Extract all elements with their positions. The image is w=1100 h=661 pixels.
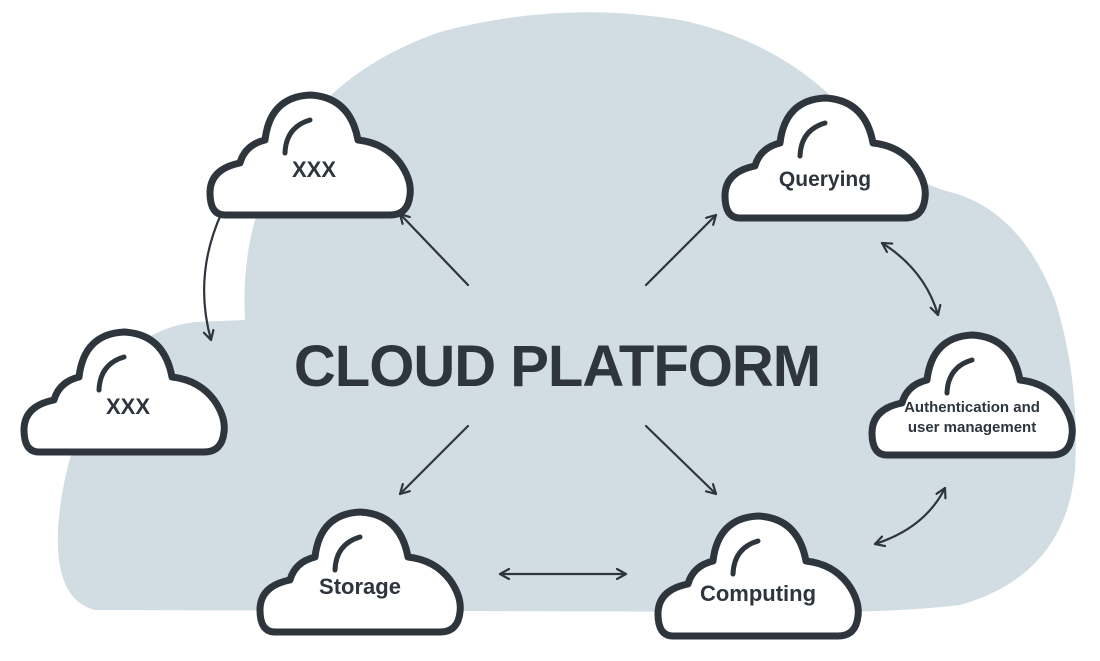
node-label-line-2: user management (908, 419, 1036, 436)
node-auth: Authentication and user management (872, 335, 1072, 455)
arrow-center-to-computing (644, 424, 718, 496)
node-left: XXX (24, 332, 224, 452)
node-label: XXX (106, 394, 150, 419)
node-label: Computing (700, 581, 816, 606)
node-computing: Computing (658, 516, 858, 636)
cloud-highlight-arc (282, 117, 313, 156)
node-label: Storage (319, 574, 401, 599)
cloud-highlight-arc (730, 538, 761, 577)
cloud-highlight-arc (944, 357, 975, 396)
cloud-highlight-arc (332, 534, 363, 573)
diagram-title: CLOUD PLATFORM (294, 334, 820, 399)
arrow-querying-auth (880, 241, 938, 317)
node-querying: Querying (725, 98, 925, 218)
node-storage: Storage (260, 512, 460, 632)
node-label: Querying (779, 168, 871, 191)
background-cloud-shape (57, 12, 1076, 613)
arrow-auth-computing (873, 486, 945, 544)
node-label: XXX (292, 157, 336, 182)
node-top-left: XXX (210, 95, 410, 215)
cloud-highlight-arc (797, 120, 828, 159)
cloud-highlight-arc (96, 354, 127, 393)
node-label-line-1: Authentication and (904, 399, 1040, 416)
arrow-center-to-top-left (398, 212, 470, 287)
arrow-center-to-querying (644, 213, 718, 287)
arrow-top-left-to-left (204, 210, 224, 342)
arrow-center-to-storage (398, 424, 470, 496)
